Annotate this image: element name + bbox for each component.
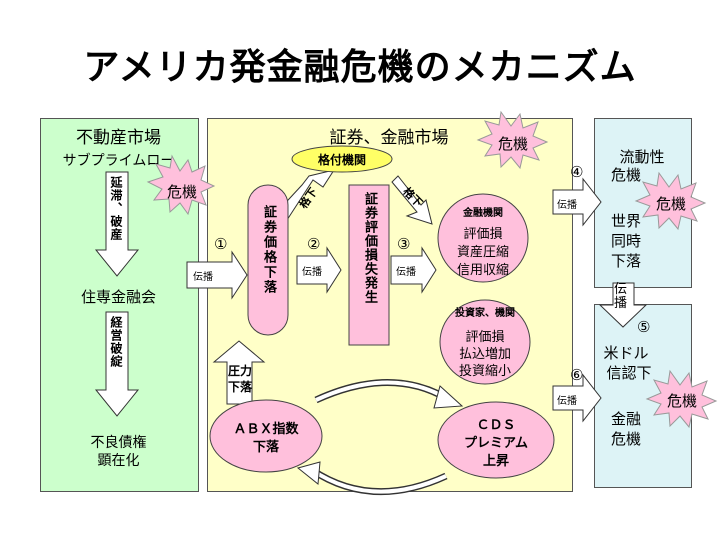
- propagate-label-6: 伝播: [557, 396, 577, 407]
- financial-inst-line-2: 資産圧縮: [456, 245, 509, 260]
- number-3: ③: [397, 235, 411, 253]
- number-2: ②: [307, 235, 321, 253]
- crisis-label-1: 危機: [166, 183, 197, 201]
- world-label-1: 世界: [610, 212, 641, 230]
- arrow-propagate-2: [296, 246, 342, 294]
- arrow-propagate-3: [390, 246, 437, 294]
- number-6: ⑥: [570, 366, 584, 384]
- finance-label-2: 危機: [610, 430, 641, 448]
- financial-inst-title: 金融機関: [463, 208, 503, 219]
- crisis-burst-2: [476, 110, 549, 170]
- arrow-collapse: [94, 311, 140, 417]
- loop-arrowhead-bottom: [296, 461, 321, 485]
- financial-inst-ellipse: [437, 193, 529, 283]
- abx-ellipse: [209, 399, 323, 473]
- arrow-propagate-5: [598, 282, 648, 328]
- financial-inst-line-1: 評価損: [463, 227, 503, 242]
- financial-inst-line-3: 信用収縮: [456, 263, 509, 278]
- investors-title: 投資家、機関: [455, 308, 515, 319]
- crisis-burst-3: [634, 171, 707, 231]
- subprime-label: サブプライムロー: [62, 153, 175, 169]
- abx-label-1: ＡＢＸ指数: [233, 422, 299, 437]
- world-label-2: 同時: [610, 232, 641, 250]
- liquidity-label-2: 危機: [610, 166, 641, 184]
- crisis-burst-4: [645, 369, 718, 429]
- crisis-label-4: 危機: [666, 392, 697, 410]
- arrow-delinquency: [94, 171, 140, 277]
- abx-label-2: 下落: [252, 440, 279, 455]
- real-estate-header: 不動産市場: [76, 128, 161, 148]
- valuation-loss-label: 証券評価損失発生: [362, 192, 377, 304]
- arrow-delinquency-label: 延滞、破産: [109, 176, 123, 241]
- arrow-propagate-1: [186, 250, 248, 300]
- propagate-label-5: 伝播: [614, 282, 628, 311]
- securities-price-label: 証券価格下落: [261, 205, 276, 295]
- liquidity-label-1: 流動性: [619, 148, 665, 166]
- number-5: ⑤: [637, 318, 651, 336]
- bad-debt-label-1: 不良債権: [90, 435, 147, 451]
- rating-agency-ellipse: [291, 145, 393, 173]
- dollar-label-2: 信認下: [606, 364, 652, 382]
- crisis-burst-1: [146, 154, 216, 216]
- number-1: ①: [214, 235, 228, 253]
- loop-arrowhead-top: [433, 385, 464, 409]
- propagate-label-3: 伝播: [396, 267, 416, 278]
- investors-ellipse: [439, 299, 531, 385]
- loop-arrow-bottom-inner: [310, 468, 447, 494]
- pressure-label-1: 圧力: [227, 364, 252, 378]
- arrow-propagate-4: [552, 177, 602, 227]
- crisis-label-2: 危機: [497, 135, 528, 153]
- cds-label-2: プレミアム: [463, 436, 529, 451]
- arrow-downgrade-2: [391, 175, 433, 225]
- page-title: アメリカ発金融危機のメカニズム: [83, 47, 637, 88]
- loop-arrow-top-inner: [315, 380, 447, 402]
- securities-header: 証券、金融市場: [329, 128, 449, 148]
- cds-label-3: 上昇: [482, 454, 509, 469]
- finance-label-1: 金融: [610, 410, 641, 428]
- investors-line-3: 投資縮小: [458, 364, 511, 379]
- arrow-pressure: [212, 340, 266, 405]
- investors-line-2: 払込増加: [458, 347, 511, 362]
- propagate-label-4: 伝播: [557, 200, 577, 211]
- jusen-label: 住専金融会: [80, 288, 156, 306]
- bad-debt-label-2: 顕在化: [97, 453, 140, 469]
- rating-agency-label: 格付機関: [317, 153, 366, 167]
- pressure-label-2: 下落: [227, 380, 252, 394]
- dollar-label-1: 米ドル: [603, 344, 649, 362]
- cds-ellipse: [437, 401, 555, 479]
- number-4: ④: [570, 163, 584, 181]
- investors-line-1: 評価損: [465, 330, 505, 345]
- valuation-loss-bar: [348, 184, 390, 346]
- arrow-collapse-label: 経営破綻: [109, 316, 123, 368]
- world-label-3: 下落: [610, 252, 641, 270]
- arrow-propagate-6: [552, 373, 602, 423]
- propagate-label-2: 伝播: [302, 267, 322, 278]
- propagate-label-1: 伝播: [193, 272, 213, 283]
- crisis-label-3: 危機: [655, 195, 686, 213]
- securities-price-bar: [247, 184, 289, 336]
- cds-label-1: ＣＤＳ: [476, 418, 516, 433]
